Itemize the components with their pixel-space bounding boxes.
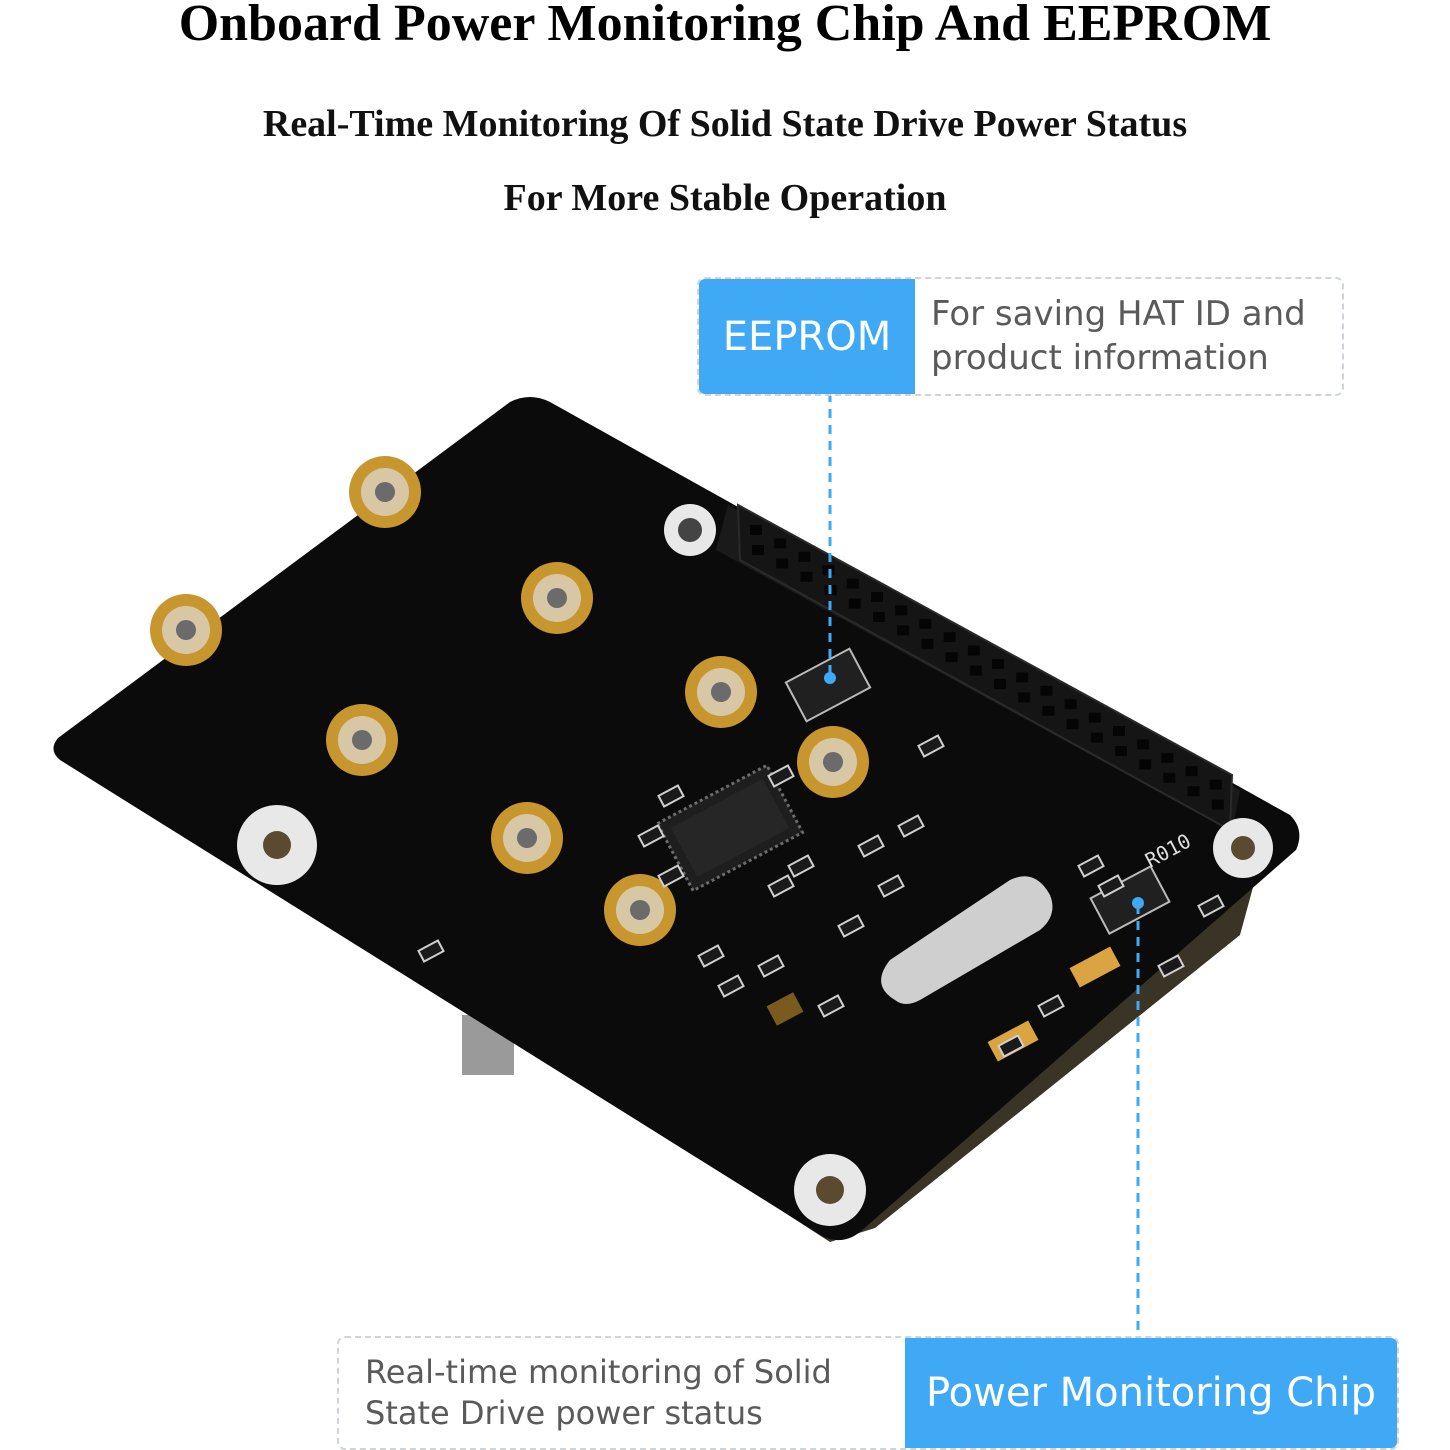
- crystal-component: [766, 992, 804, 1026]
- power-chip-label: Power Monitoring Chip: [905, 1338, 1397, 1448]
- gpio-pin-socket: [1090, 732, 1103, 743]
- gpio-pin-socket: [1115, 746, 1127, 756]
- gold-standoff: [150, 594, 222, 666]
- smd-component: [837, 914, 865, 938]
- gpio-pin-socket: [945, 652, 958, 663]
- gpio-pin-socket: [992, 659, 1004, 669]
- gold-standoff: [685, 656, 757, 728]
- board-slot: [881, 876, 1053, 1004]
- gold-standoff: [491, 802, 563, 874]
- gpio-pin-socket: [943, 632, 956, 643]
- smd-component: [1037, 994, 1065, 1018]
- gold-standoff: [349, 456, 421, 528]
- mounting-hole: [794, 1154, 866, 1226]
- smd-component: [767, 874, 795, 898]
- gpio-pin-socket: [1040, 685, 1053, 696]
- subtitle-line-2: For More Stable Operation: [503, 177, 947, 219]
- subtitle-line-1: Real-Time Monitoring Of Solid State Driv…: [262, 103, 1188, 145]
- gpio-pin-socket: [752, 545, 764, 555]
- gpio-pin-socket: [1042, 705, 1055, 716]
- gpio-pin-socket: [848, 598, 861, 609]
- gpio-pin-socket: [1064, 699, 1077, 710]
- gold-standoff: [521, 562, 593, 634]
- gpio-pin-socket: [1016, 672, 1029, 683]
- smd-component: [997, 1034, 1025, 1058]
- gpio-pin-socket: [871, 592, 883, 602]
- gpio-pin-socket: [921, 638, 934, 649]
- mounting-hole: [237, 805, 317, 885]
- mounting-hole: [1213, 818, 1273, 878]
- smd-components: [417, 734, 1225, 1058]
- gpio-pin-socket: [895, 605, 908, 616]
- gpio-pin-socket: [800, 571, 813, 582]
- smd-component: [917, 734, 945, 758]
- smd-component: [637, 824, 665, 848]
- smd-component: [897, 814, 925, 838]
- gold-standoff: [604, 874, 676, 946]
- crystal-component: [1069, 946, 1121, 988]
- gpio-pin-socket: [1185, 766, 1198, 777]
- eeprom-callout: EEPROM For saving HAT ID and product inf…: [697, 277, 1344, 396]
- gpio-pin-socket: [873, 612, 885, 622]
- smd-component: [817, 994, 845, 1018]
- smd-component: [767, 764, 795, 788]
- gold-standoff: [326, 704, 398, 776]
- controller-chip: [655, 763, 805, 893]
- gold-standoff: [797, 726, 869, 798]
- power-chip-marker-dot: [1132, 897, 1144, 909]
- gpio-pin-socket: [774, 538, 787, 549]
- gpio-pin-socket: [798, 551, 811, 562]
- gpio-pin-socket: [1139, 759, 1152, 770]
- gpio-pin-socket: [1187, 786, 1200, 797]
- smd-component: [757, 954, 785, 978]
- gpio-pin-socket: [994, 679, 1006, 689]
- gpio-pin-socket: [1137, 739, 1150, 750]
- smd-component: [857, 834, 885, 858]
- gpio-pin-socket: [1209, 779, 1222, 790]
- gpio-pin-socket: [1088, 712, 1101, 723]
- smd-component: [697, 944, 725, 968]
- gpio-pin-socket: [1163, 772, 1176, 783]
- smd-component: [1097, 874, 1125, 898]
- gpio-pin-socket: [897, 625, 910, 636]
- mounting-hole: [664, 504, 716, 556]
- gpio-pin-socket: [1018, 692, 1031, 703]
- eeprom-marker-dot: [824, 672, 836, 684]
- eeprom-chip: [784, 647, 872, 723]
- gpio-pin-socket: [1161, 752, 1174, 763]
- gpio-pin-socket: [846, 578, 859, 589]
- page-title: Onboard Power Monitoring Chip And EEPROM: [178, 0, 1272, 52]
- gpio-pin-socket: [1113, 726, 1125, 736]
- gpio-pin-socket: [750, 525, 762, 535]
- gpio-pin-socket: [776, 558, 789, 569]
- eeprom-description: For saving HAT ID and product informatio…: [931, 293, 1306, 378]
- power-chip-description: Real-time monitoring of Solid State Driv…: [365, 1353, 832, 1432]
- smd-component: [1197, 894, 1225, 918]
- smd-component: [417, 939, 445, 963]
- gpio-pin-socket: [969, 665, 982, 676]
- gpio-pin-socket: [1066, 719, 1079, 730]
- gpio-pin-socket: [967, 645, 980, 656]
- smd-component: [657, 864, 685, 888]
- smd-component: [717, 974, 745, 998]
- smd-component: [877, 874, 905, 898]
- smd-component: [787, 854, 815, 878]
- eeprom-label: EEPROM: [699, 279, 915, 394]
- smd-component: [1077, 854, 1105, 878]
- gpio-pins: [750, 525, 1224, 810]
- smd-component: [1157, 954, 1185, 978]
- gpio-pin-socket: [1211, 799, 1224, 810]
- gpio-pin-socket: [919, 618, 932, 629]
- smd-component: [657, 784, 685, 808]
- power-chip-callout: Real-time monitoring of Solid State Driv…: [337, 1336, 1399, 1450]
